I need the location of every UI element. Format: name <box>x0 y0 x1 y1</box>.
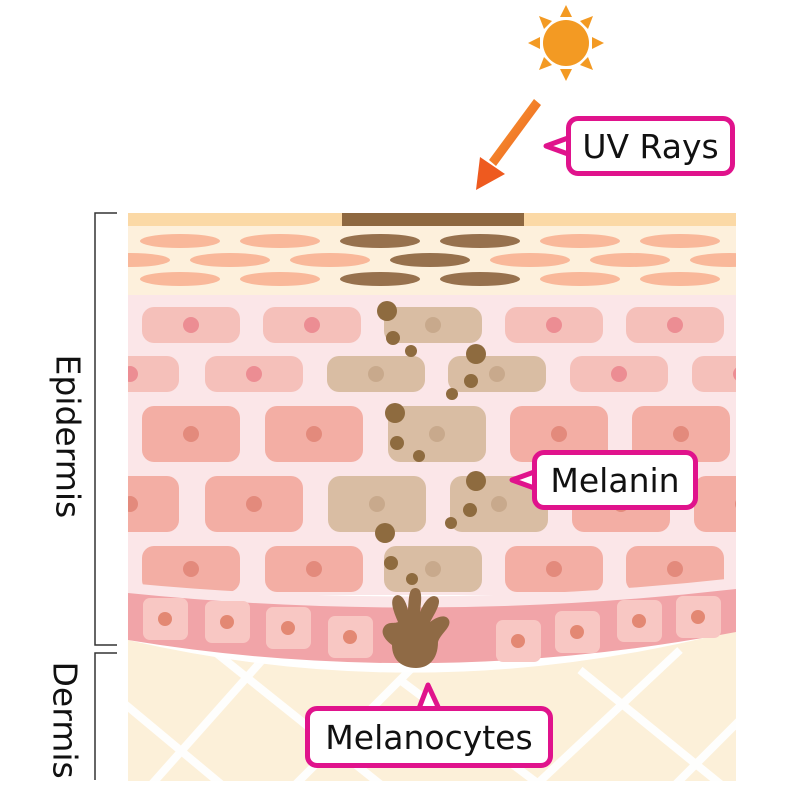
cell-nucleus <box>733 367 736 381</box>
cell-nucleus <box>570 625 584 639</box>
cell-nucleus <box>246 496 262 512</box>
corneum-cell <box>540 234 620 248</box>
cell-nucleus <box>425 317 441 333</box>
corneum-cell <box>140 234 220 248</box>
melanin-granule <box>466 344 486 364</box>
basal-layer <box>128 578 736 664</box>
cell-nucleus <box>511 634 525 648</box>
epidermis-layer <box>128 295 736 595</box>
cell-nucleus <box>691 610 705 624</box>
cell-nucleus <box>673 426 689 442</box>
melanin-granule <box>377 301 397 321</box>
cell-nucleus <box>306 561 322 577</box>
cell-nucleus <box>158 612 172 626</box>
epidermal-cell <box>694 476 736 532</box>
dermis-label: Dermis <box>45 661 85 779</box>
cell-nucleus <box>128 496 138 512</box>
cell-nucleus <box>306 426 322 442</box>
melanocytes-label: Melanocytes <box>325 717 533 757</box>
cell-nucleus <box>246 366 262 382</box>
melanin-granule <box>464 374 478 388</box>
corneum-cell <box>128 253 170 267</box>
melanin-granule <box>445 517 457 529</box>
epidermis-bracket <box>94 212 117 646</box>
cell-nucleus <box>735 500 736 508</box>
melanin-granule <box>385 403 405 423</box>
corneum-cell <box>240 234 320 248</box>
cell-nucleus <box>220 615 234 629</box>
cell-nucleus <box>304 317 320 333</box>
corneum-cell <box>590 253 670 267</box>
cell-nucleus <box>281 621 295 635</box>
cell-nucleus <box>343 630 357 644</box>
epidermis-label: Epidermis <box>48 354 88 519</box>
melanocyte-icon <box>382 588 450 668</box>
cell-nucleus <box>368 366 384 382</box>
melanin-label: Melanin <box>550 460 680 500</box>
melanin-granule <box>406 573 418 585</box>
melanin-granule <box>466 471 486 491</box>
corneum-cell <box>640 272 720 286</box>
melanin-granule <box>405 345 417 357</box>
cell-nucleus <box>546 561 562 577</box>
corneum-cell <box>240 272 320 286</box>
uv-arrow-icon <box>476 99 541 190</box>
corneum-cell <box>290 253 370 267</box>
corneum-cell <box>190 253 270 267</box>
epidermal-cell <box>128 356 179 392</box>
cell-nucleus <box>183 317 199 333</box>
corneum-cell <box>340 234 420 248</box>
melanin-granule <box>390 436 404 450</box>
melanin-granule <box>386 331 400 345</box>
epidermal-cell <box>692 356 736 392</box>
cell-nucleus <box>491 496 507 512</box>
melanin-callout: Melanin <box>532 450 698 510</box>
melanin-granule <box>463 503 477 517</box>
cell-nucleus <box>183 426 199 442</box>
corneum-cell <box>140 272 220 286</box>
corneum-cell <box>640 234 720 248</box>
uv-callout-tail <box>543 135 569 157</box>
melanin-callout-tail <box>509 468 538 492</box>
epidermal-cell <box>128 476 179 532</box>
cell-nucleus <box>429 426 445 442</box>
cell-nucleus <box>425 561 441 577</box>
cell-nucleus <box>546 317 562 333</box>
corneum-cell <box>390 253 470 267</box>
corneum-cell <box>490 253 570 267</box>
melanin-granule <box>384 556 398 570</box>
stratum-corneum <box>128 213 736 295</box>
melanocytes-callout: Melanocytes <box>305 706 553 768</box>
melanocytes-callout-tail <box>415 682 443 713</box>
corneum-cell <box>690 253 736 267</box>
cell-nucleus <box>183 561 199 577</box>
sun-icon <box>528 5 604 81</box>
cell-nucleus <box>611 366 627 382</box>
melanin-granule <box>413 450 425 462</box>
cell-nucleus <box>128 366 138 382</box>
tanned-surface-band <box>342 213 524 226</box>
corneum-cell <box>340 272 420 286</box>
corneum-cell <box>440 272 520 286</box>
cell-nucleus <box>489 366 505 382</box>
uv-rays-label: UV Rays <box>582 126 719 166</box>
uv-rays-callout: UV Rays <box>566 116 735 176</box>
cell-nucleus <box>632 614 646 628</box>
corneum-cell <box>440 234 520 248</box>
corneum-cell <box>540 272 620 286</box>
dermis-bracket <box>94 652 117 780</box>
cell-nucleus <box>667 561 683 577</box>
layer-brackets <box>94 212 117 780</box>
cell-nucleus <box>369 496 385 512</box>
cell-nucleus <box>551 426 567 442</box>
cell-nucleus <box>667 317 683 333</box>
melanin-granule <box>446 388 458 400</box>
melanin-granule <box>375 523 395 543</box>
